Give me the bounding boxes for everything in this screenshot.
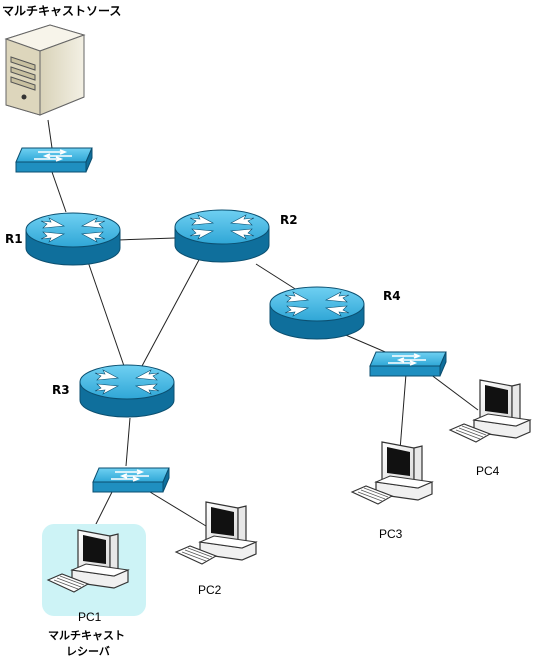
link-switch-pc2 — [149, 491, 207, 527]
router-r3[interactable] — [79, 364, 175, 418]
pc3-icon[interactable] — [351, 441, 433, 505]
router-r3-label: R3 — [52, 383, 70, 397]
pc1-label: PC1 — [78, 610, 102, 624]
link-switch-r1 — [51, 171, 67, 213]
link-r3-switch — [125, 417, 131, 467]
router-r2-label: R2 — [280, 213, 298, 227]
router-r1-label: R1 — [5, 232, 23, 246]
network-links — [47, 119, 479, 541]
link-r1-r3 — [85, 255, 125, 367]
pc3-label: PC3 — [379, 527, 403, 541]
link-r2-r4 — [255, 263, 301, 293]
switch-r4[interactable] — [369, 351, 447, 377]
pc1-role-line2: レシーバ — [66, 645, 110, 658]
pc2-icon[interactable] — [175, 501, 257, 565]
link-r1-r2 — [117, 237, 176, 241]
router-r2[interactable] — [174, 209, 270, 263]
link-switch-pc4 — [429, 373, 479, 411]
switch-r3[interactable] — [92, 467, 170, 493]
router-r4-label: R4 — [383, 289, 401, 303]
router-r4[interactable] — [269, 286, 365, 340]
pc4-icon[interactable] — [449, 379, 531, 443]
switch-source[interactable] — [15, 147, 93, 173]
server-tower-icon[interactable] — [4, 24, 86, 116]
source-label: マルチキャストソース — [2, 4, 122, 18]
link-r2-r3 — [141, 257, 201, 367]
pc4-label: PC4 — [476, 464, 500, 478]
router-r1[interactable] — [25, 212, 121, 266]
link-switch-pc3 — [399, 373, 407, 451]
link-server-switch — [47, 119, 53, 149]
pc1-role-line1: マルチキャスト — [48, 629, 125, 642]
pc2-label: PC2 — [198, 583, 222, 597]
